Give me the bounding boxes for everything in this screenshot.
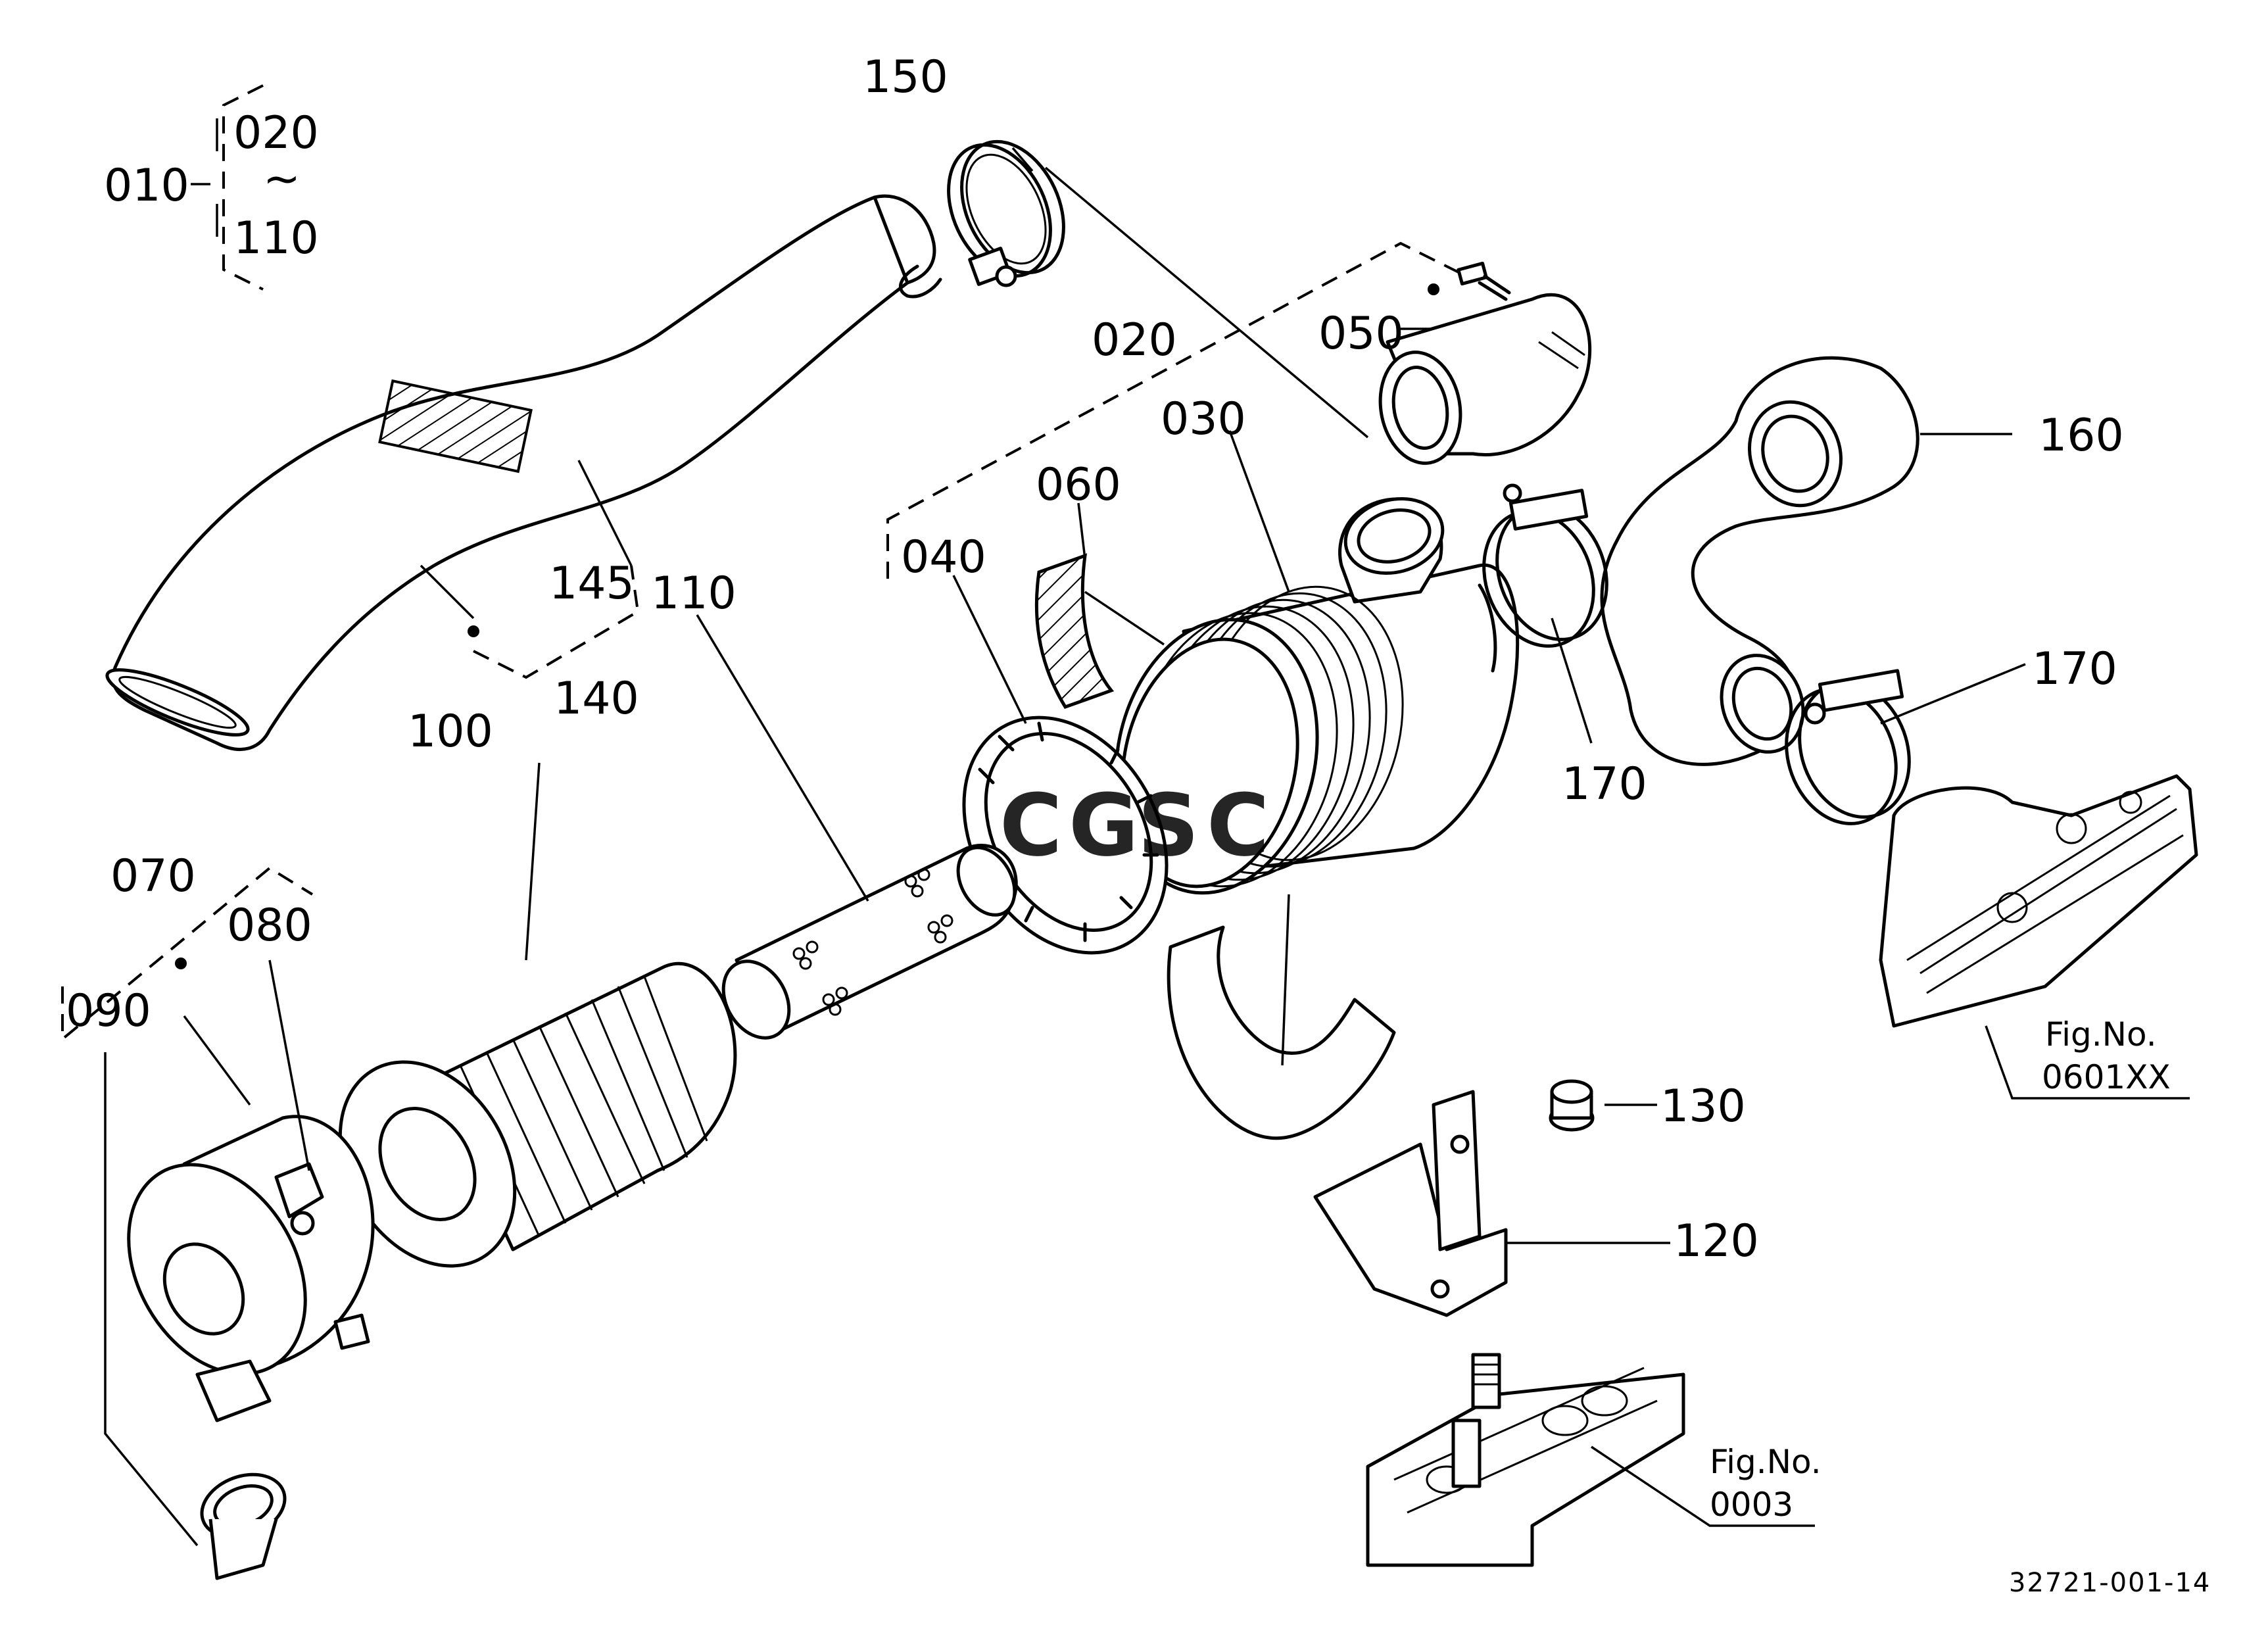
watermark-letter-2: G bbox=[1069, 775, 1139, 875]
label-range-tilde: ~ bbox=[263, 153, 301, 205]
label-020-range-start: 020 bbox=[233, 107, 319, 159]
safety-element-part-110 bbox=[721, 844, 1018, 1040]
label-145: 145 bbox=[549, 558, 635, 610]
hose-clamp-part-150 bbox=[947, 139, 1065, 287]
fig-ref-2-title: Fig.No. bbox=[1710, 1443, 1822, 1481]
bolt-icon bbox=[1457, 261, 1511, 301]
label-170-lower: 170 bbox=[1562, 758, 1647, 810]
label-030: 030 bbox=[1161, 393, 1246, 445]
intake-hose-part-160 bbox=[1600, 356, 1919, 766]
label-170-right: 170 bbox=[2032, 643, 2117, 695]
hatched-label-145 bbox=[378, 379, 533, 473]
label-040: 040 bbox=[901, 531, 986, 583]
label-070: 070 bbox=[110, 850, 196, 902]
label-060: 060 bbox=[1036, 459, 1121, 511]
latch-clip-part-080 bbox=[274, 1162, 370, 1350]
hose-clamp-part-170-upper bbox=[1482, 483, 1608, 648]
evacuator-valve-part-090 bbox=[200, 1472, 287, 1580]
label-080: 080 bbox=[227, 900, 312, 952]
label-160: 160 bbox=[2039, 410, 2124, 462]
label-050: 050 bbox=[1318, 308, 1404, 360]
label-010: 010 bbox=[104, 160, 189, 212]
air-cleaner-body-part-030 bbox=[1114, 497, 1520, 895]
elbow-pipe-part-050 bbox=[1378, 261, 1592, 465]
leader-lines bbox=[104, 118, 2190, 1547]
label-120: 120 bbox=[1674, 1215, 1759, 1267]
label-110: 110 bbox=[651, 568, 736, 619]
cgsc-watermark-logo: C G S C bbox=[1000, 775, 1269, 875]
label-020: 020 bbox=[1092, 314, 1177, 366]
filter-element-part-100 bbox=[338, 961, 737, 1268]
fig-ref-1-number: 0601XX bbox=[2042, 1058, 2171, 1096]
seal-part-060 bbox=[1034, 553, 1115, 710]
group-brackets bbox=[61, 84, 1467, 1042]
dust-cover-part-070 bbox=[127, 1115, 375, 1580]
label-150: 150 bbox=[863, 51, 948, 103]
watermark-letter-3: S bbox=[1138, 775, 1199, 875]
hose-clamp-part-170-lower bbox=[1785, 669, 1911, 825]
watermark-letter-4: C bbox=[1207, 775, 1269, 875]
fig-ref-1-title: Fig.No. bbox=[2045, 1015, 2157, 1054]
label-090: 090 bbox=[66, 985, 151, 1037]
flange-nut-part-130 bbox=[1549, 1079, 1595, 1132]
intake-manifold-reference bbox=[1879, 774, 2198, 1028]
fig-ref-2-number: 0003 bbox=[1710, 1486, 1793, 1524]
watermark-letter-1: C bbox=[1000, 775, 1062, 875]
label-140: 140 bbox=[554, 673, 639, 725]
engine-head-reference bbox=[1366, 1353, 1685, 1567]
part-labels: 010 020 ~ 110 150 050 020 030 060 040 16… bbox=[66, 51, 2211, 1598]
label-130: 130 bbox=[1660, 1080, 1746, 1132]
document-number: 32721-001-14 bbox=[2009, 1568, 2211, 1598]
intake-hose-part-140 bbox=[105, 194, 942, 752]
mounting-band-bracket-part-120 bbox=[1167, 925, 1508, 1317]
label-110-range-end: 110 bbox=[233, 212, 319, 264]
label-100: 100 bbox=[408, 706, 493, 758]
